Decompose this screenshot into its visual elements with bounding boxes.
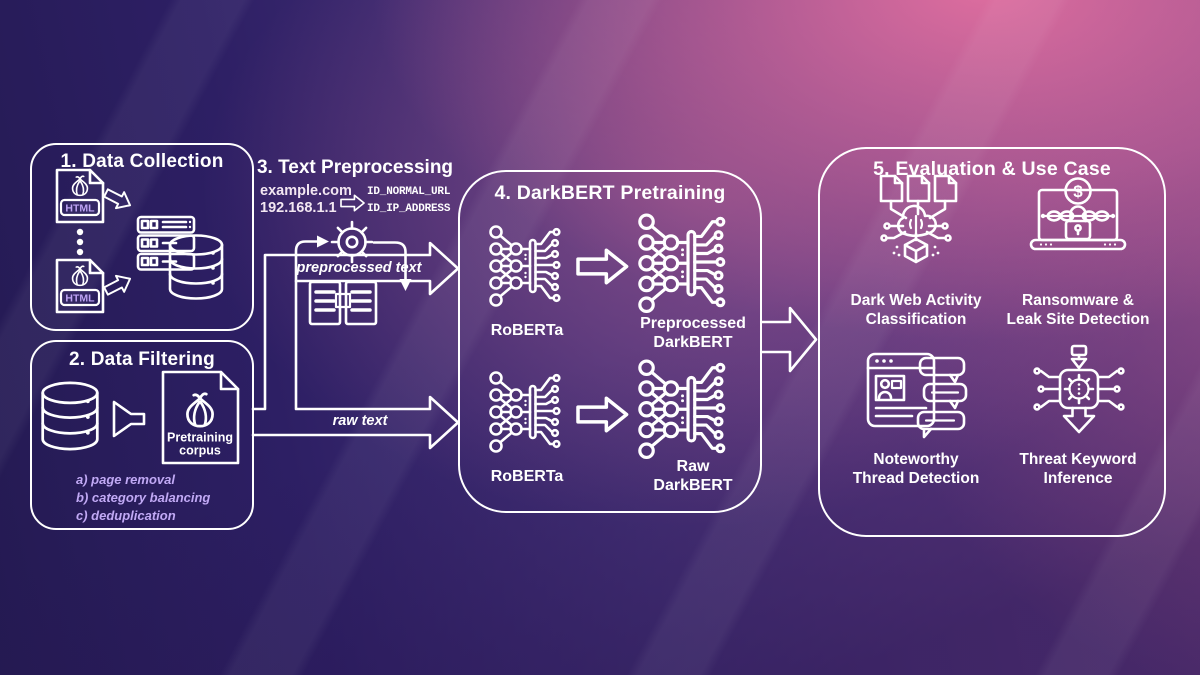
pretraining-corpus-doc-icon: Pretraining corpus (161, 370, 240, 465)
neural-network-icon-roberta-2 (489, 371, 561, 453)
chat-bubbles (916, 356, 968, 439)
cycle-arrow-left (294, 235, 329, 283)
dark-web-activity-icon (879, 174, 958, 264)
example-ip-text: 192.168.1.1 (260, 200, 337, 216)
neural-network-icon-roberta-1 (489, 225, 561, 307)
dollar-glyph: $ (1073, 182, 1083, 201)
evaluation-title: 5. Evaluation & Use Case (873, 158, 1111, 180)
preprocessed-text-flow-label: preprocessed text (296, 260, 422, 276)
use-case-label-ransomware: Ransomware & Leak Site Detection (1006, 292, 1150, 328)
use-case-label-keyword: Threat Keyword Inference (1019, 451, 1137, 487)
raw-darkbert-label: Raw DarkBERT (653, 458, 733, 494)
funnel-icon (112, 400, 146, 438)
roberta-label-row2: RoBERTa (490, 468, 564, 485)
onion-icon (71, 265, 89, 287)
gear-icon (1063, 373, 1095, 405)
data-collection-box: 1. Data Collection (30, 143, 254, 331)
html-file-icon-2: HTML (55, 258, 105, 314)
roberta-label-row1: RoBERTa (490, 322, 564, 339)
svg-text:corpus: corpus (179, 444, 221, 458)
ellipsis-dots-icon (76, 228, 84, 256)
darkbert-pretraining-box: 4. DarkBERT Pretraining (458, 170, 762, 513)
preprocessed-and-raw-pipe (251, 241, 460, 450)
svg-text:HTML: HTML (65, 293, 95, 305)
ransomware-leak-icon: $ (1029, 177, 1127, 251)
evaluation-box: 5. Evaluation & Use Case (818, 147, 1166, 537)
cycle-arrow-right (372, 241, 412, 291)
filtering-steps-list: a) page removal b) category balancing c)… (76, 471, 210, 525)
server-icon (136, 215, 196, 271)
html-file-icon-1: HTML (55, 168, 105, 224)
data-collection-title: 1. Data Collection (60, 151, 224, 172)
threat-keyword-icon (1033, 344, 1125, 434)
data-collection-art: HTML HTML (55, 168, 224, 314)
text-preprocessing-art (294, 220, 412, 326)
database-icon (168, 234, 224, 300)
data-filtering-title: 2. Data Filtering (69, 349, 215, 370)
pretraining-to-evaluation-arrow (760, 306, 818, 373)
noteworthy-thread-icon (866, 352, 968, 439)
neural-network-icon-raw-darkbert (638, 359, 726, 460)
use-case-label-thread: Noteworthy Thread Detection (852, 451, 980, 487)
example-url-text: example.com (260, 183, 352, 199)
padlock-icon (1064, 205, 1092, 241)
onion-icon (186, 392, 214, 428)
gear-icon (330, 220, 374, 264)
filtering-step-1: a) page removal (76, 472, 175, 487)
onion-icon (71, 175, 89, 197)
train-arrow-icon-2 (576, 396, 629, 433)
filtering-step-2: b) category balancing (76, 490, 211, 505)
corpus-documents-icon (308, 280, 378, 326)
data-filtering-art: Pretraining corpus (41, 370, 240, 465)
crawl-arrow-icon-2 (100, 269, 136, 300)
crawl-arrow-icon-1 (100, 184, 136, 215)
filtering-step-3: c) deduplication (76, 508, 176, 523)
preprocessed-darkbert-label: Preprocessed DarkBERT (640, 315, 746, 351)
text-preprocessing-title: 3. Text Preprocessing (256, 157, 454, 178)
database-icon (41, 381, 99, 451)
svg-text:HTML: HTML (65, 203, 95, 215)
train-arrow-icon-1 (576, 248, 629, 285)
token-mapping-arrow-icon (340, 194, 365, 212)
id-ip-address-token: ID_IP_ADDRESS (367, 203, 451, 215)
darkbert-pretraining-title: 4. DarkBERT Pretraining (494, 182, 726, 204)
pretraining-art (489, 213, 726, 460)
use-case-label-classification: Dark Web Activity Classification (850, 292, 982, 328)
raw-text-flow-label: raw text (332, 413, 388, 429)
svg-text:Pretraining: Pretraining (167, 431, 233, 445)
neural-network-icon-preprocessed-darkbert (638, 213, 726, 314)
id-normal-url-token: ID_NORMAL_URL (367, 186, 451, 198)
